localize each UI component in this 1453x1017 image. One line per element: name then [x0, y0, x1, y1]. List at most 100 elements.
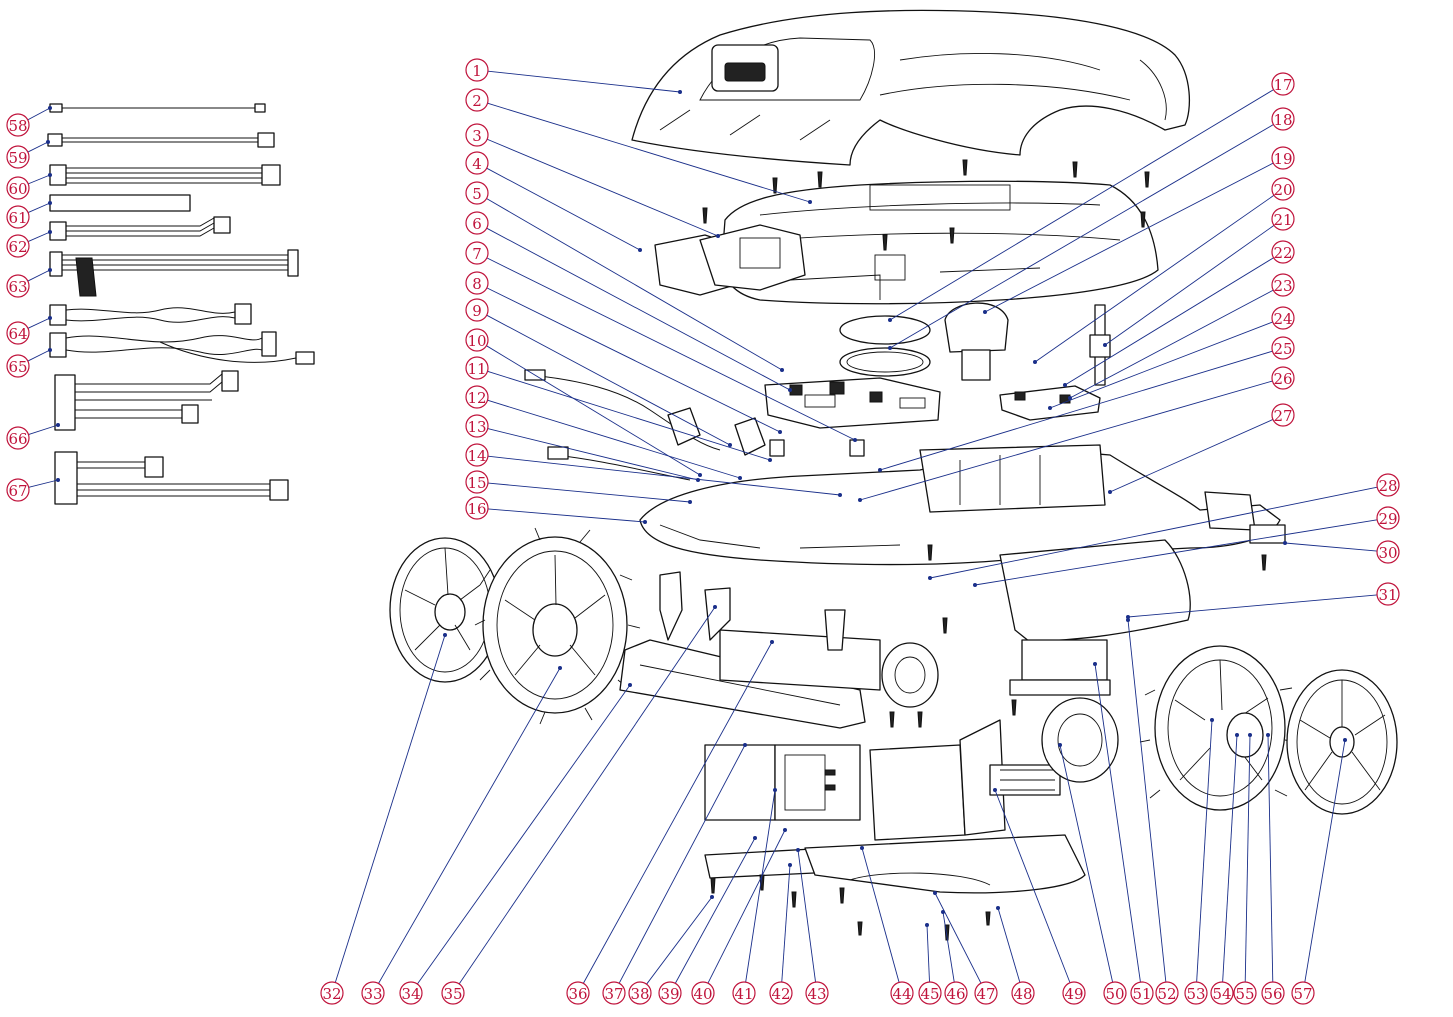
callout-circle-46	[944, 981, 968, 1005]
callout-35: 35	[441, 981, 465, 1005]
leader-line-27	[1109, 419, 1274, 493]
callout-number-41: 41	[734, 985, 753, 1003]
leader-line-1	[487, 70, 681, 93]
callout-39: 39	[658, 981, 682, 1005]
callout-circle-59	[6, 145, 30, 169]
callout-number-59: 59	[8, 149, 27, 167]
leader-line-15	[487, 482, 691, 503]
callout-circle-37	[602, 981, 626, 1005]
leader-line-8	[486, 287, 781, 433]
leader-dot-35	[713, 605, 717, 609]
callout-number-2: 2	[472, 92, 482, 110]
callout-number-3: 3	[472, 127, 482, 145]
leader-line-57	[1304, 739, 1346, 983]
leader-dot-33	[558, 666, 562, 670]
callout-number-25: 25	[1273, 340, 1292, 358]
callout-number-66: 66	[8, 430, 27, 448]
leader-dot-53	[1210, 718, 1214, 722]
leader-dot-7	[853, 438, 857, 442]
leader-line-51	[1094, 663, 1141, 983]
callout-34: 34	[399, 981, 423, 1005]
leader-line-31	[1127, 594, 1378, 618]
callout-circle-48	[1011, 981, 1035, 1005]
left-hubcap	[389, 537, 501, 683]
callout-circle-52	[1155, 981, 1179, 1005]
leader-dot-48	[996, 906, 1000, 910]
callout-number-17: 17	[1273, 76, 1292, 94]
leader-line-13	[487, 428, 699, 481]
leader-dot-34	[628, 683, 632, 687]
leader-dot-66	[56, 423, 60, 427]
callout-circle-8	[465, 271, 489, 295]
callout-circle-28	[1376, 473, 1400, 497]
callout-number-46: 46	[946, 985, 965, 1003]
callout-7: 7	[465, 241, 489, 265]
leader-line-60	[28, 174, 51, 185]
callout-circle-63	[6, 274, 30, 298]
callout-circle-42	[769, 981, 793, 1005]
callout-64: 64	[6, 321, 30, 345]
leader-dot-49	[993, 788, 997, 792]
callout-60: 60	[6, 176, 30, 200]
leader-line-37	[618, 744, 746, 984]
leader-line-28	[929, 486, 1378, 579]
callout-1: 1	[465, 58, 489, 82]
leader-line-47	[934, 892, 982, 984]
callout-56: 56	[1261, 981, 1285, 1005]
callout-number-50: 50	[1105, 985, 1124, 1003]
callout-circle-20	[1271, 177, 1295, 201]
leader-line-54	[1222, 734, 1238, 983]
callout-circle-29	[1376, 506, 1400, 530]
callout-number-63: 63	[8, 278, 27, 296]
callout-48: 48	[1011, 981, 1035, 1005]
leader-dot-26	[858, 498, 862, 502]
callout-circle-44	[890, 981, 914, 1005]
leader-dot-44	[860, 846, 864, 850]
callout-number-13: 13	[467, 418, 486, 436]
callout-59: 59	[6, 145, 30, 169]
leader-line-34	[417, 684, 631, 985]
callout-number-15: 15	[467, 474, 486, 492]
callout-18: 18	[1271, 107, 1295, 131]
leader-line-39	[674, 837, 756, 984]
leader-line-20	[1034, 194, 1275, 363]
leader-dot-27	[1108, 490, 1112, 494]
callout-circle-14	[465, 443, 489, 467]
callout-25: 25	[1271, 336, 1295, 360]
leader-dot-32	[443, 633, 447, 637]
callout-circle-31	[1376, 582, 1400, 606]
leader-line-32	[334, 634, 446, 983]
callout-circle-54	[1210, 981, 1234, 1005]
callout-circle-58	[6, 113, 30, 137]
callout-number-39: 39	[660, 985, 679, 1003]
leader-dot-1	[678, 90, 682, 94]
callout-number-14: 14	[467, 447, 486, 465]
callout-number-37: 37	[604, 985, 623, 1003]
callout-67: 67	[6, 478, 30, 502]
callout-circle-5	[465, 181, 489, 205]
callout-number-7: 7	[472, 245, 482, 263]
leader-dot-56	[1266, 733, 1270, 737]
leader-line-3	[486, 138, 719, 237]
callout-circle-41	[732, 981, 756, 1005]
callout-circle-43	[805, 981, 829, 1005]
lid-disc-parts	[839, 302, 1009, 381]
leader-line-63	[27, 269, 51, 282]
callout-circle-10	[465, 328, 489, 352]
callout-circle-66	[6, 426, 30, 450]
callout-5: 5	[465, 181, 489, 205]
callout-number-54: 54	[1212, 985, 1231, 1003]
callout-50: 50	[1103, 981, 1127, 1005]
leader-line-12	[487, 399, 741, 479]
callout-circle-67	[6, 478, 30, 502]
leader-line-62	[27, 231, 51, 243]
callout-number-16: 16	[467, 500, 486, 518]
leader-line-22	[1064, 257, 1274, 386]
callout-20: 20	[1271, 177, 1295, 201]
callout-number-42: 42	[771, 985, 790, 1003]
callout-circle-36	[566, 981, 590, 1005]
callout-circle-40	[691, 981, 715, 1005]
leader-dot-52	[1126, 618, 1130, 622]
callout-number-58: 58	[8, 117, 27, 135]
callout-number-34: 34	[401, 985, 420, 1003]
